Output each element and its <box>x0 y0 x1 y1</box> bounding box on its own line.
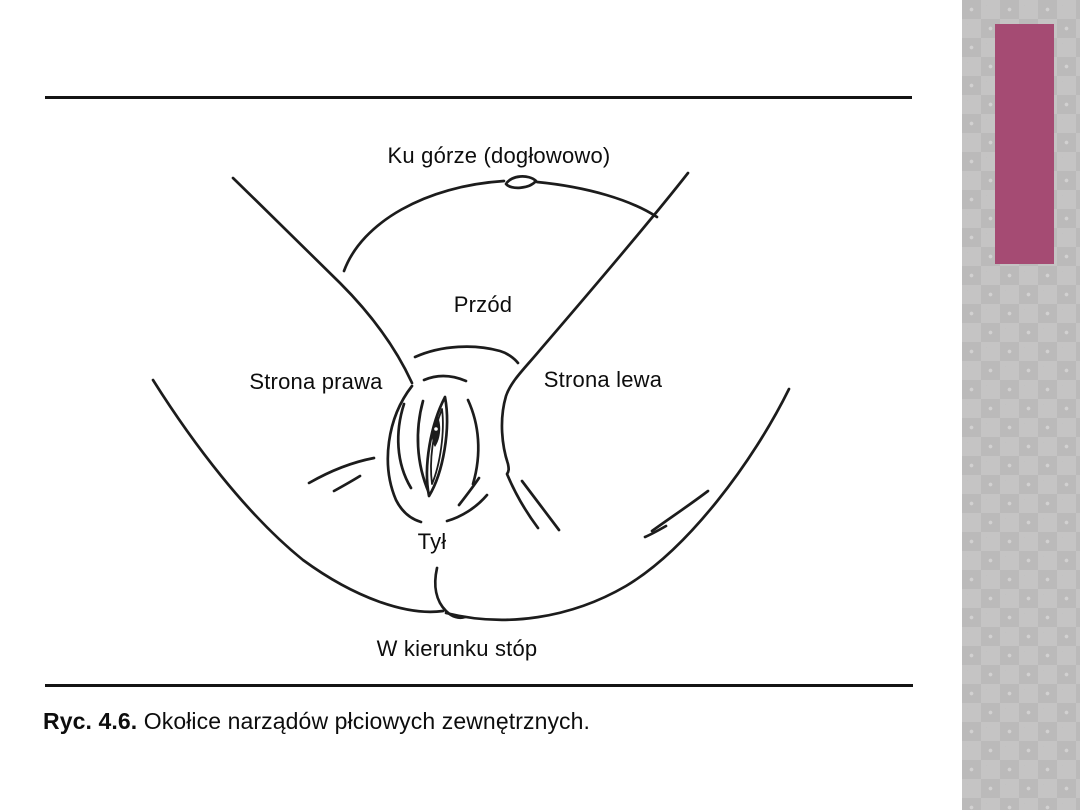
right-buttock-branch <box>650 489 710 533</box>
left-leg-curve <box>151 378 445 614</box>
anatomy-line-drawing <box>151 171 791 622</box>
label-tyl: Tył <box>417 529 447 554</box>
caption-number: Ryc. 4.6. <box>43 708 138 734</box>
label-przod: Przód <box>453 292 513 317</box>
right-leg-curve <box>444 387 791 622</box>
label-strona-prawa: Strona prawa <box>249 369 383 394</box>
vulva-outline-left <box>386 384 423 524</box>
left-crease-line-1 <box>307 456 376 485</box>
label-strona-lewa: Strona lewa <box>543 367 663 392</box>
bottom-rule <box>45 684 913 687</box>
labium-left-inner-curve <box>416 399 431 495</box>
label-w-kierunku-stop: W kierunku stóp <box>376 636 538 661</box>
scanned-page-area: Ku górze (dogłowowo) Przód Strona prawa … <box>43 96 913 735</box>
fourchette-line <box>457 476 481 507</box>
left-thigh-line <box>231 176 414 385</box>
gluteal-cleft <box>433 566 467 620</box>
navel-shape <box>504 175 538 190</box>
top-rule <box>45 96 912 99</box>
pattern-sidebar <box>962 0 1080 810</box>
left-crease-line-2 <box>332 474 362 493</box>
upper-fold-line <box>413 345 520 365</box>
vestibule-dark-mark <box>431 415 441 447</box>
mons-arc-right <box>535 180 659 219</box>
caption-text: Okołice narządów płciowych zewnętrznych. <box>137 708 591 734</box>
right-buttock-small-stroke <box>643 524 668 539</box>
right-groin-crease <box>520 479 561 532</box>
mons-arc-left <box>342 179 506 273</box>
vestibule-highlight <box>434 427 438 431</box>
right-thigh-line <box>500 171 690 530</box>
labium-left-outer-curve <box>396 402 413 490</box>
label-ku-gorze: Ku górze (dogłowowo) <box>387 143 611 168</box>
labia-minora-outline <box>425 395 449 498</box>
small-fold-line <box>422 374 468 383</box>
accent-bar <box>995 24 1054 264</box>
vulva-outline-bottom-right <box>445 493 489 523</box>
labium-right-curve <box>466 398 480 486</box>
figure-caption: Ryc. 4.6. Okołice narządów płciowych zew… <box>43 708 590 735</box>
